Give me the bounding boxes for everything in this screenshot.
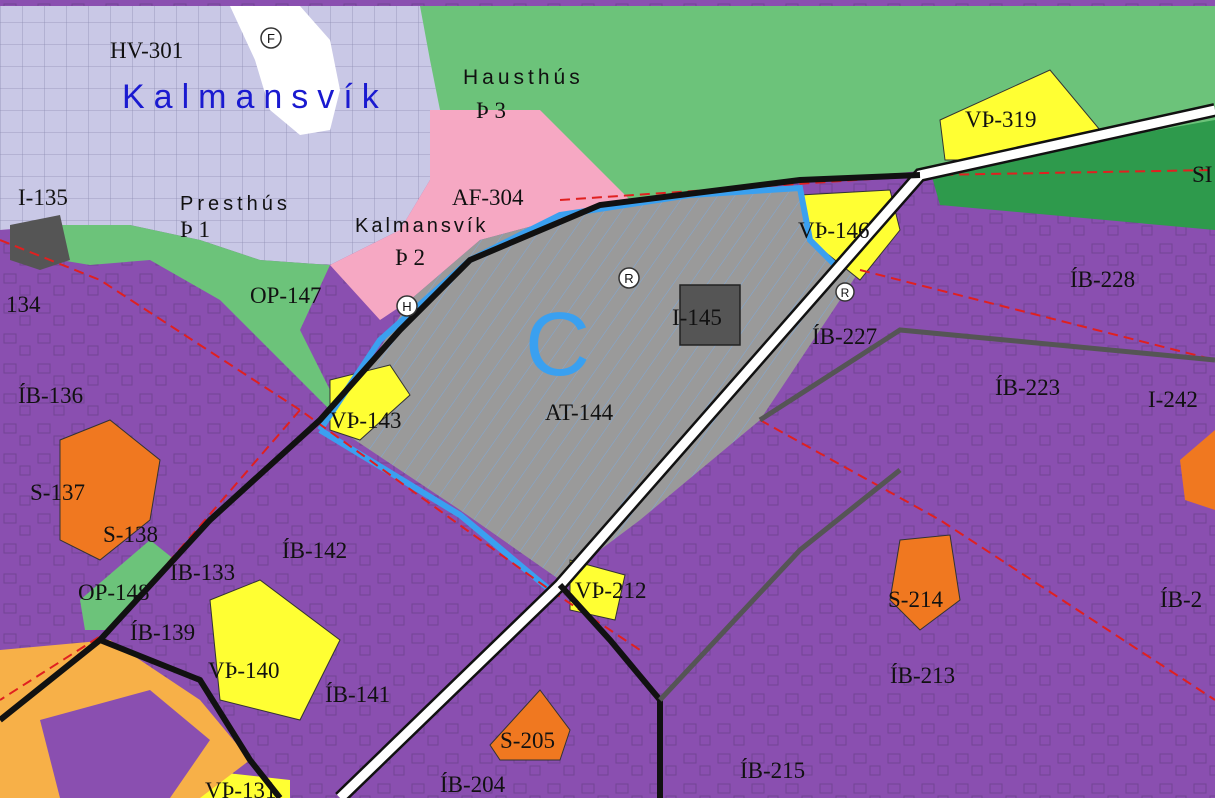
symbol-f-circle: F <box>260 27 282 49</box>
label-vp131: VÞ-131 <box>205 778 277 798</box>
label-s214: S-214 <box>888 587 943 612</box>
label-farm-kalmansvik: Kalmansvík <box>355 215 488 237</box>
green-open-area-right <box>930 120 1215 230</box>
label-vp212: VÞ-212 <box>575 578 647 603</box>
label-i242: I-242 <box>1148 387 1198 412</box>
label-kp1: Þ 1 <box>180 217 210 242</box>
label-s205: S-205 <box>500 728 555 753</box>
label-i145: I-145 <box>672 305 722 330</box>
road-black-south <box>557 582 663 798</box>
shore-white <box>230 6 340 135</box>
label-ib227: ÍB-227 <box>812 324 877 349</box>
label-at144: AT-144 <box>545 400 614 425</box>
zone-s205-area <box>489 689 571 761</box>
label-ib213: ÍB-213 <box>890 663 955 688</box>
label-op148: OP-148 <box>78 580 150 605</box>
symbol-r-circle-2: R <box>835 282 855 302</box>
green-open-area <box>410 6 1215 200</box>
green-coastal-strip <box>60 225 330 410</box>
zone-i145-block <box>679 284 741 346</box>
svg-text:R: R <box>624 271 633 286</box>
label-sl: SI <box>1192 162 1212 187</box>
label-ib139: ÍB-139 <box>130 620 195 645</box>
label-s138: S-138 <box>103 522 158 547</box>
label-ib204: ÍB-204 <box>440 772 506 797</box>
label-ib223: ÍB-223 <box>995 375 1060 400</box>
label-af304: AF-304 <box>452 185 524 210</box>
zone-s137-area <box>59 419 161 561</box>
road-black-sw <box>98 637 283 798</box>
label-134: 134 <box>6 292 41 317</box>
label-vp146: VÞ-146 <box>798 218 870 243</box>
label-ib228: ÍB-228 <box>1070 267 1135 292</box>
label-ib141: ÍB-141 <box>325 682 390 707</box>
label-ib2x: ÍB-2 <box>1160 587 1202 612</box>
label-presthus: Presthús <box>180 193 291 215</box>
boundary-blue-line <box>317 184 843 593</box>
label-ib133: ÍB-133 <box>170 560 235 585</box>
zone-s214-area <box>889 534 961 631</box>
zone-light-purple-bottom <box>40 690 210 798</box>
label-kp3: Þ 3 <box>476 98 506 123</box>
zone-orange-right <box>1180 430 1215 510</box>
symbol-r-circle: R <box>618 267 640 289</box>
label-ib136: ÍB-136 <box>18 383 83 408</box>
main-road-fill <box>336 105 1215 798</box>
label-s137: S-137 <box>30 480 85 505</box>
label-i135: I-135 <box>18 185 68 210</box>
label-ib215: ÍB-215 <box>740 758 805 783</box>
label-hausthus: Hausthús <box>463 66 584 89</box>
label-kp2: Þ 2 <box>395 245 425 270</box>
zone-i135-block <box>10 215 70 270</box>
road-gray-east <box>658 327 1215 702</box>
zone-vp140-area <box>209 579 341 721</box>
label-vp319: VÞ-319 <box>965 107 1037 132</box>
svg-text:R: R <box>841 286 850 300</box>
road-black-west <box>0 172 921 723</box>
symbol-c: C <box>525 295 590 395</box>
zone-op148-area <box>80 540 175 630</box>
label-vp140: VÞ-140 <box>208 658 280 683</box>
zone-af304-area <box>330 110 630 320</box>
label-hv301: HV-301 <box>110 38 183 63</box>
label-ib142: ÍB-142 <box>282 538 347 563</box>
label-vp143: VÞ-143 <box>330 408 402 433</box>
symbol-h-circle: H <box>396 295 418 317</box>
label-bay-kalmansvik: Kalmansvík <box>122 78 388 116</box>
label-op147: OP-147 <box>250 283 322 308</box>
svg-text:H: H <box>402 299 411 314</box>
svg-text:F: F <box>267 31 275 46</box>
